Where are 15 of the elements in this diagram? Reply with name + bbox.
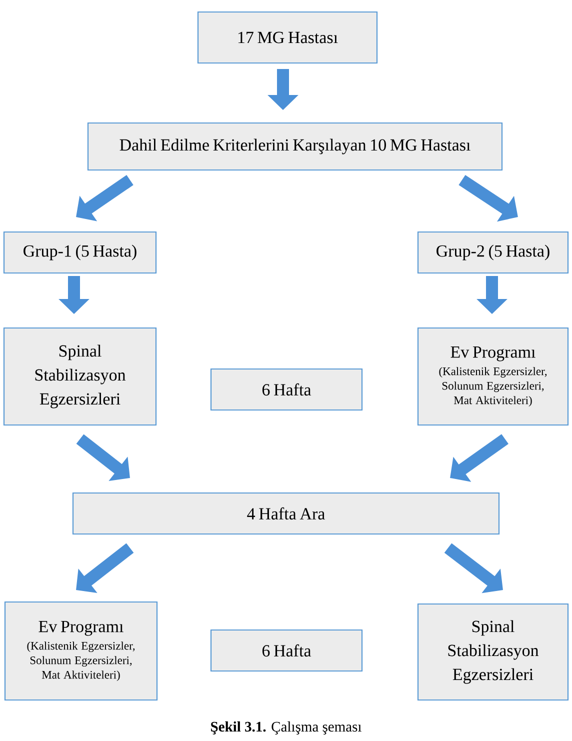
process-box: Spinal Stabilizasyon Egzersizleri xyxy=(417,603,569,701)
duration-box: 6 Hafta xyxy=(210,368,363,411)
process-box: 17 MG Hastası xyxy=(197,11,378,64)
process-box: Grup-2 (5 Hasta) xyxy=(417,231,569,274)
process-box: Ev Programı (Kalistenik Egzersizler, Solunum Egzersizleri, Mat Aktiviteleri) xyxy=(417,327,569,426)
arrow xyxy=(450,434,508,482)
arrow xyxy=(76,175,134,222)
process-box: Dahil Edilme Kriterlerini Karşılayan 10 MG Hastası xyxy=(87,122,503,171)
process-box: Spinal Stabilizasyon Egzersizleri xyxy=(3,327,157,426)
caption: Şekil 3.1. Çalışma şeması xyxy=(211,721,362,735)
process-box: Grup-1 (5 Hasta) xyxy=(3,231,157,274)
process-box: Ev Programı (Kalistenik Egzersizler, Solunum Egzersizleri, Mat Aktiviteleri) xyxy=(4,601,158,701)
duration-box: 6 Hafta xyxy=(210,629,363,672)
arrow xyxy=(76,543,134,593)
process-box: 4 Hafta Ara xyxy=(72,492,500,535)
